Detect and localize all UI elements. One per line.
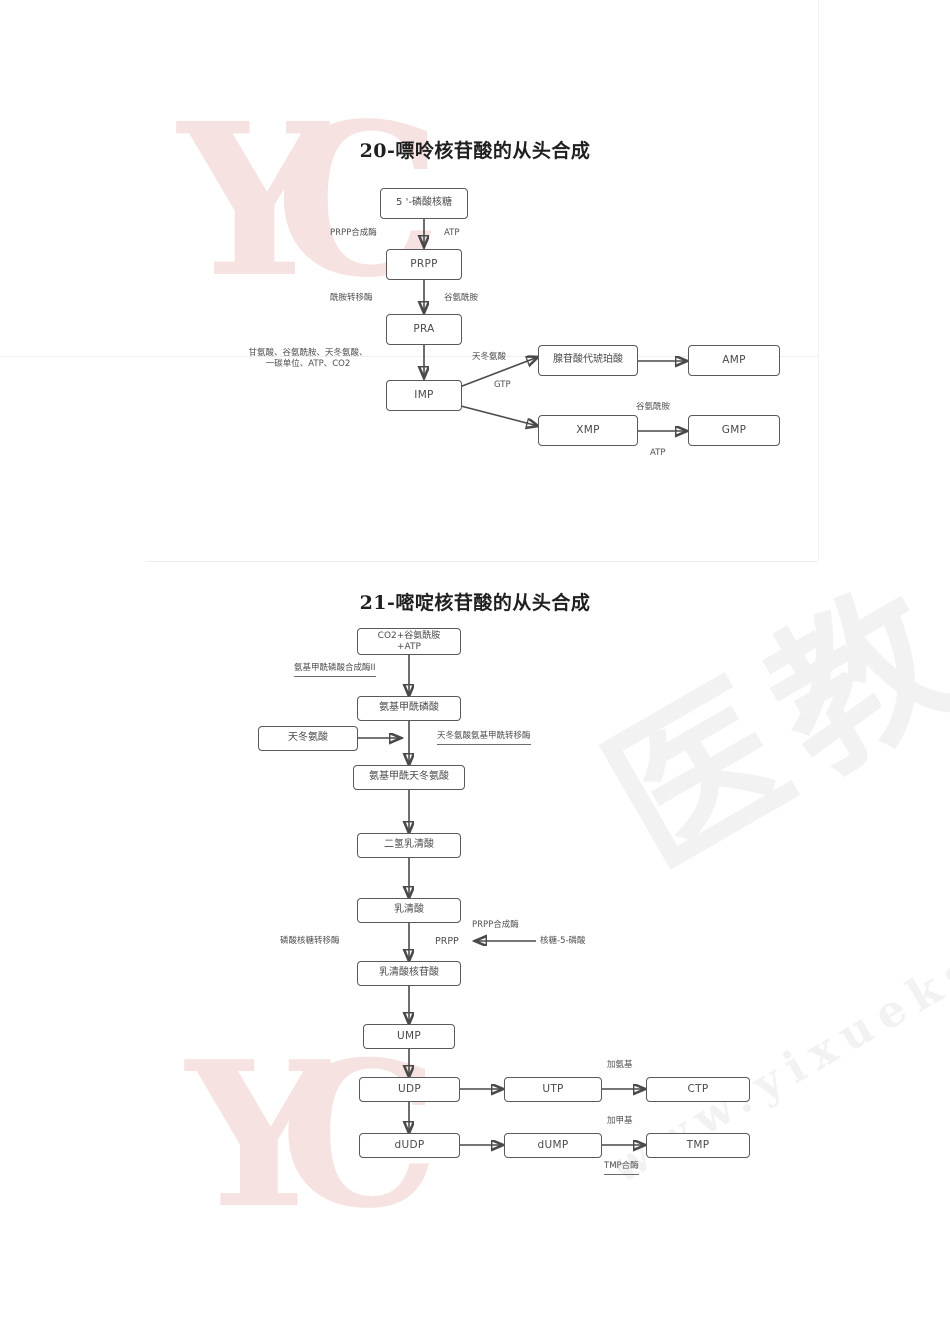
node-dudp: dUDP [359,1133,460,1158]
node-adenylosuccinate: 腺苷酸代琥珀酸 [538,345,638,376]
edge-label-atp-1: ATP [444,228,460,238]
edge-label-glutamine-2: 谷氨酰胺 [636,402,671,412]
node-carbamoyl-aspartate: 氨基甲酰天冬氨酸 [353,765,465,790]
node-tmp: TMP [646,1133,750,1158]
node-ctp: CTP [646,1077,750,1102]
edge-label-prpp-synthetase: PRPP合成酶 [330,228,377,238]
node-dihydroorotate: 二氢乳清酸 [357,833,461,858]
node-co2-glutamine-atp: CO2+谷氨酰胺 +ATP [357,628,461,655]
edge-label-add-amino: 加氨基 [607,1060,633,1070]
node-ribose-5-phosphate: 5 '-磷酸核糖 [380,188,468,219]
node-xmp: XMP [538,415,638,446]
node-utp: UTP [504,1077,602,1102]
edge-label-phosphoribosyltransferase: 磷酸核糖转移酶 [280,936,340,946]
section-separator [146,561,818,562]
edge-label-atp-2: ATP [650,448,666,458]
node-udp: UDP [359,1077,460,1102]
edge-label-atcase: 天冬氨酸氨基甲酰转移酶 [437,731,531,746]
edge-label-tmp-synthase: TMP合酶 [604,1161,639,1176]
node-orotidine-monophosphate: 乳清酸核苷酸 [357,961,461,986]
node-aspartate: 天冬氨酸 [258,726,358,751]
edge-label-amidotransferase: 酰胺转移酶 [330,293,373,303]
edge-label-prpp-synthetase-2: PRPP合成酶 [472,920,519,930]
node-orotate: 乳清酸 [357,898,461,923]
section-title-pyrimidine: 21-嘧啶核苷酸的从头合成 [359,592,591,614]
edge-label-imp-precursors: 甘氨酸、谷氨酰胺、天冬氨酸、 一碳单位、ATP、CO2 [248,348,368,370]
edge-label-prpp-2: PRPP [435,936,459,947]
purine-edges [0,219,950,560]
node-carbamoyl-phosphate: 氨基甲酰磷酸 [357,696,461,721]
section-title-purine: 20-嘌呤核苷酸的从头合成 [359,140,591,162]
edge-label-gtp: GTP [494,380,511,390]
node-pra: PRA [386,314,462,345]
node-ump: UMP [363,1024,455,1049]
node-prpp: PRPP [386,249,462,280]
node-gmp: GMP [688,415,780,446]
node-dump: dUMP [504,1133,602,1158]
node-imp: IMP [386,380,462,411]
edge-label-ribose-5-phosphate: 核糖-5-磷酸 [540,936,586,946]
edge-label-aspartate-1: 天冬氨酸 [472,352,507,362]
edge-label-add-methyl: 加甲基 [607,1116,633,1126]
edge-label-glutamine-1: 谷氨酰胺 [444,293,479,303]
edge-label-cps2: 氨基甲酰磷酸合成酶II [294,663,376,678]
node-amp: AMP [688,345,780,376]
